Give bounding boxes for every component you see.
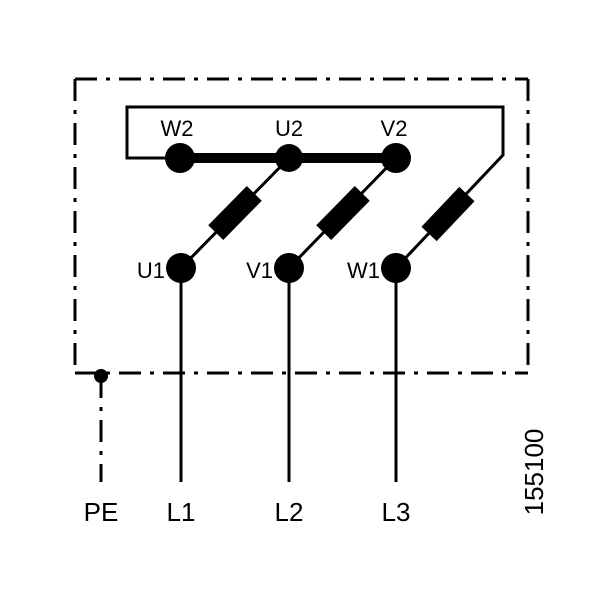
label-w2: W2: [161, 116, 194, 141]
label-l1: L1: [167, 497, 196, 527]
label-v2: V2: [381, 116, 408, 141]
winding-v-coil: [316, 186, 370, 240]
supply-lines: [179, 268, 398, 482]
winding-w-coil: [421, 186, 475, 242]
terminals: [165, 143, 411, 283]
label-l2: L2: [275, 497, 304, 527]
pe-junction-dot: [94, 369, 108, 383]
label-pe: PE: [84, 497, 119, 527]
windings: [179, 156, 475, 270]
label-v1: V1: [246, 258, 273, 283]
enclosure-boundary: [73, 77, 530, 482]
terminal-v1: [274, 253, 304, 283]
terminal-v2: [381, 143, 411, 173]
winding-u-coil: [208, 186, 262, 240]
label-u1: U1: [137, 258, 165, 283]
terminal-w2: [165, 143, 195, 173]
drawing-number: 155100: [519, 429, 549, 516]
label-u2: U2: [275, 116, 303, 141]
terminal-u1: [166, 253, 196, 283]
label-l3: L3: [382, 497, 411, 527]
link-wire: [125, 105, 505, 270]
terminal-w1: [381, 253, 411, 283]
terminal-u2: [275, 144, 303, 172]
label-w1: W1: [347, 258, 380, 283]
